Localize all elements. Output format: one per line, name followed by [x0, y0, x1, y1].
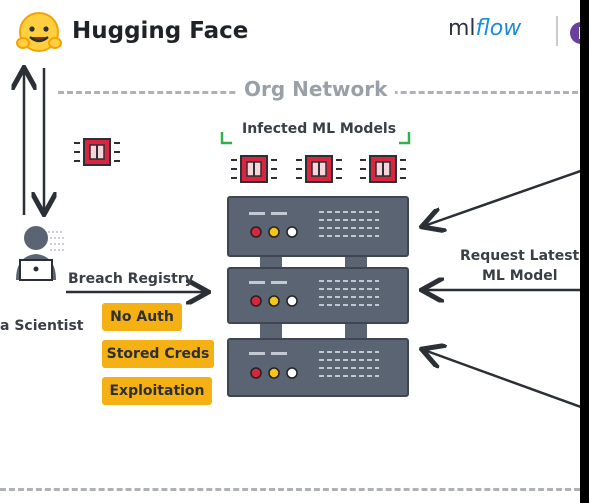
- request-label-line2: ML Model: [482, 268, 558, 284]
- infected-model-chip-icon: [231, 155, 277, 183]
- data-scientist-icon: [16, 226, 66, 281]
- mlflow-logo: mlflow: [448, 16, 521, 41]
- tag-no-auth: No Auth: [102, 303, 182, 331]
- server-rack-top: [227, 196, 409, 257]
- right-edge-bar: [580, 0, 589, 503]
- request-arrow-bottom-icon: [424, 350, 589, 412]
- data-scientist-label: a Scientist: [0, 318, 84, 334]
- logo-separator: [556, 16, 558, 46]
- brand-name: Hugging Face: [72, 18, 249, 44]
- request-arrow-top-icon: [424, 166, 589, 226]
- infected-models-label: Infected ML Models: [242, 121, 397, 137]
- org-network-bottom-border: [0, 488, 580, 491]
- infected-bracket-left: [220, 132, 232, 145]
- mlflow-suffix: flow: [475, 16, 522, 41]
- mlflow-prefix: ml: [448, 16, 476, 41]
- infected-model-chip-icon: [296, 155, 342, 183]
- tag-exploitation: Exploitation: [102, 377, 212, 405]
- org-network-label: Org Network: [236, 77, 396, 101]
- server-rack-bottom: [227, 338, 409, 397]
- infected-bracket-right: [399, 132, 411, 145]
- breach-registry-label: Breach Registry: [68, 271, 194, 287]
- hugging-face-logo-icon: [16, 10, 62, 56]
- ml-model-chip-icon: [74, 135, 120, 169]
- tag-stored-creds: Stored Creds: [102, 340, 214, 368]
- server-rack-middle: [227, 267, 409, 324]
- request-label-line1: Request Latest: [460, 248, 580, 264]
- infected-model-chip-icon: [360, 155, 406, 183]
